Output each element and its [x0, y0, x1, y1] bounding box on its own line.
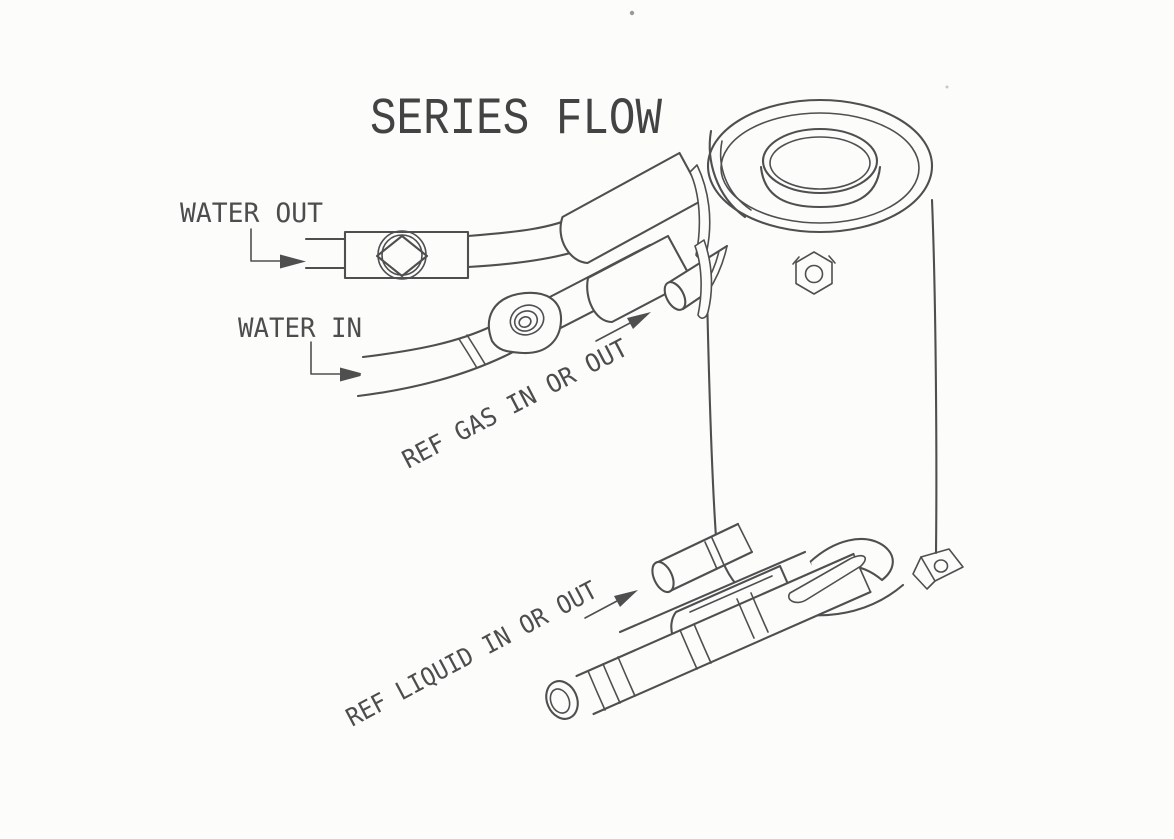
- tank-inlet-flanges: [689, 129, 752, 319]
- fitting-threads: [587, 656, 636, 711]
- ref-gas-arrow-line: [595, 322, 631, 342]
- ref-liquid-stub-edges: [654, 522, 754, 593]
- tank-lid-collar-lip: [759, 165, 882, 209]
- scan-speck: [629, 10, 635, 16]
- fitting-cap: [545, 680, 579, 720]
- shutoff-valve: [343, 230, 470, 280]
- threaded-fitting: [545, 656, 636, 720]
- water-out-arrow: [280, 254, 306, 269]
- ref-liquid-arrow: [614, 590, 638, 607]
- ref-liquid-assembly: REF LIQUID IN OR OUT: [341, 522, 894, 732]
- water-in-sleeve-fill: [587, 236, 692, 322]
- hex-nut-bevel-lines: [792, 255, 836, 265]
- fitting-ring-outer: [509, 304, 545, 336]
- water-in-pipe-joint-rings: [458, 334, 486, 369]
- water-in-arrow: [340, 367, 366, 382]
- tank-top-rim-inner: [720, 112, 920, 224]
- tank-rim-overlap-inner: [719, 140, 752, 211]
- scan-speck: [945, 85, 949, 89]
- valve-diamond: [375, 234, 429, 278]
- tank-top-rim-outer: [706, 98, 934, 234]
- ref-liquid-arrow-line: [584, 600, 618, 619]
- bracket-fold: [912, 556, 936, 590]
- inlet-flange-lower: [694, 239, 713, 319]
- fitting-ring-inner: [518, 316, 532, 328]
- ref-gas-stub-open-end: [663, 281, 687, 311]
- pipe-bevel-tip-fill: [788, 555, 866, 603]
- water-in-assembly: WATER IN: [238, 234, 694, 398]
- front-pipe-joint-rings: [679, 592, 769, 670]
- mounting-bracket: [912, 548, 964, 590]
- tank-right-edge: [930, 198, 938, 555]
- water-out-sleeve: [559, 151, 706, 265]
- front-pipe-edges: [575, 552, 872, 716]
- ref-liquid-stub-fill: [656, 524, 752, 591]
- fitting-boss: [487, 291, 563, 355]
- water-in-leader-line: [310, 341, 341, 375]
- tank-rim-overlap-outer: [708, 129, 747, 219]
- ref-liquid-stub-collar: [704, 523, 753, 570]
- pipe-bevel-tip: [788, 554, 866, 604]
- hex-nut-hole: [804, 264, 824, 284]
- bracket-plate: [920, 548, 964, 582]
- fitting-cap-inner: [549, 688, 571, 714]
- hex-nut-outline: [795, 251, 833, 295]
- ref-liquid-stub-open-end: [651, 560, 675, 594]
- fitting-ring-mid: [513, 310, 539, 332]
- water-out-leader-line: [250, 228, 281, 262]
- water-out-sleeve-fill: [560, 153, 705, 263]
- water-in-label: WATER IN: [238, 313, 362, 344]
- water-out-assembly: WATER OUT: [180, 151, 706, 280]
- bracket-hole: [933, 559, 949, 573]
- water-out-label: WATER OUT: [180, 198, 323, 229]
- water-out-pipe-left: [304, 237, 347, 270]
- service-valve-fitting: [487, 291, 563, 355]
- fitting-boss-fill: [488, 292, 562, 354]
- diagram-title: SERIES FLOW: [370, 90, 663, 149]
- hex-nut: [792, 251, 836, 295]
- ref-gas-arrow: [627, 312, 651, 329]
- tank-lid-collar-top: [761, 127, 879, 195]
- tank-lid-collar-inner: [769, 136, 871, 190]
